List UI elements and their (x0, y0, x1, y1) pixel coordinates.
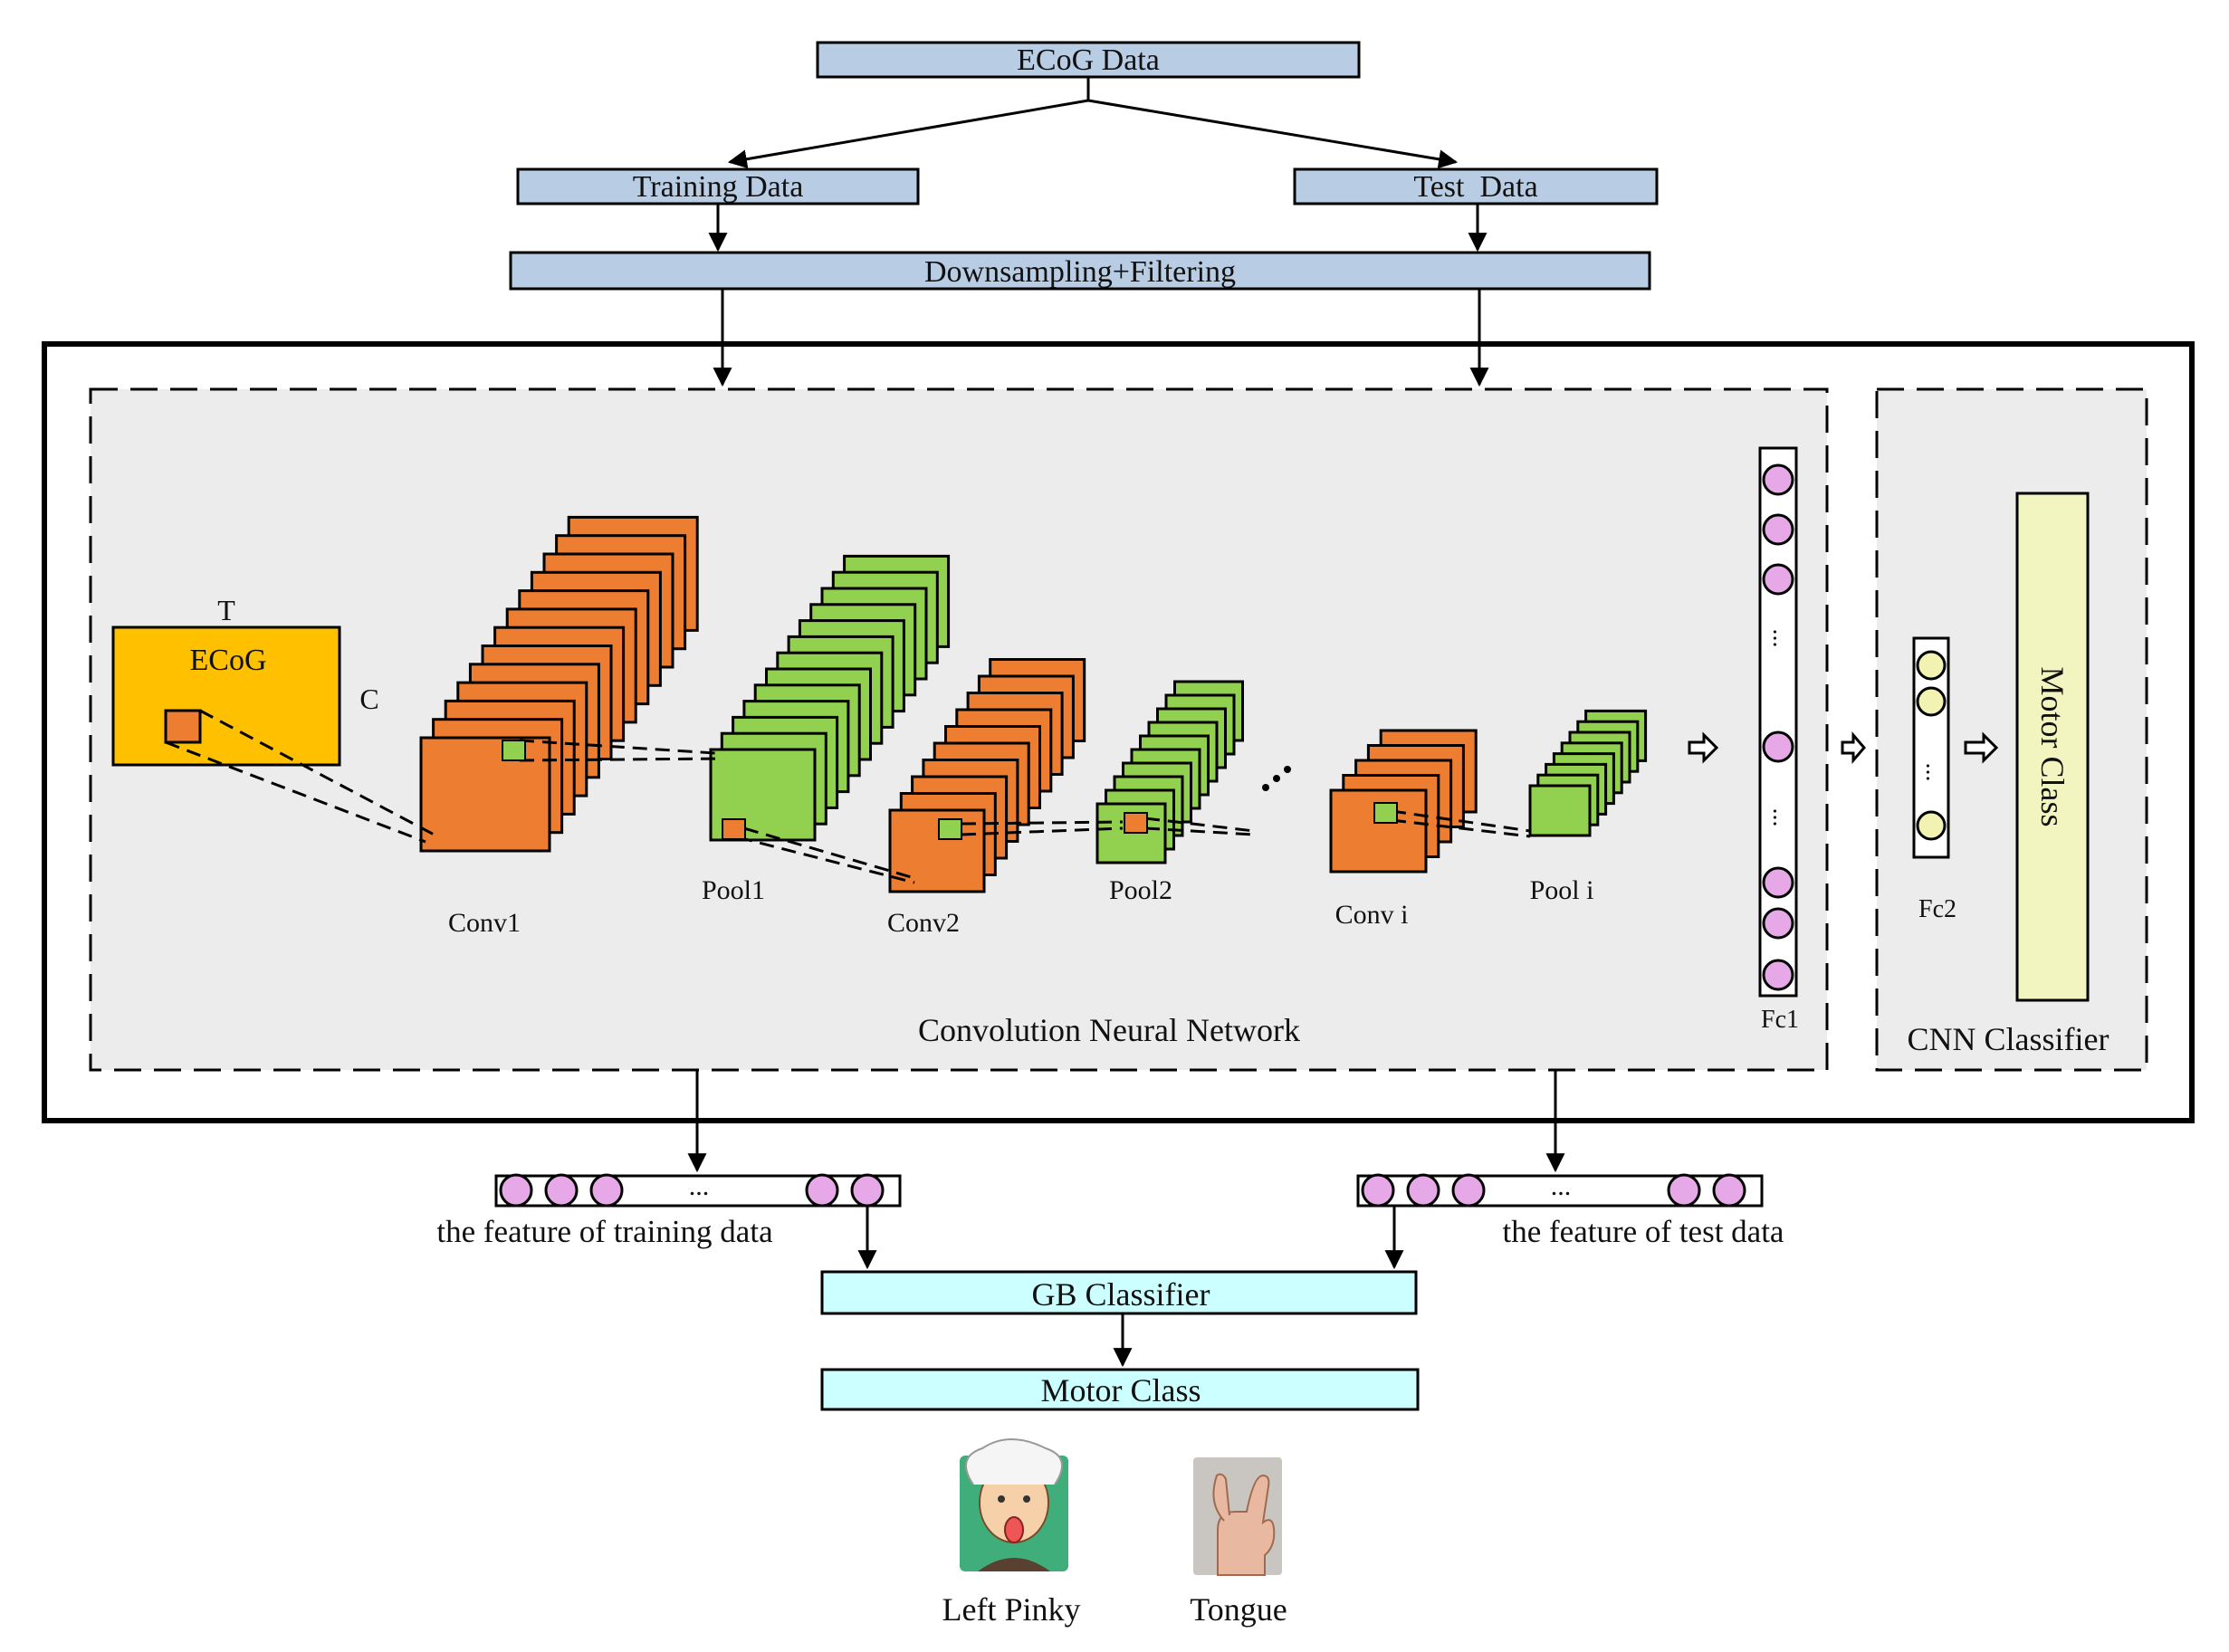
input-c-label: C (359, 683, 378, 715)
motor-class-bar (2015, 492, 2090, 1002)
gb-motor-class-label: Motor Class (1040, 1372, 1201, 1408)
test-data-label: Test Data (1413, 170, 1537, 204)
pooli-label: Pool i (1530, 875, 1594, 905)
training-feature-nodes (499, 1173, 885, 1208)
cnn-classifier-title: CNN Classifier (1908, 1021, 2109, 1057)
convi-kernel (1373, 802, 1398, 824)
ecog-data-label: ECoG Data (1017, 43, 1160, 77)
downsampling-box (509, 251, 1651, 291)
fc2-node (1916, 650, 1947, 681)
test-feature-label: the feature of test data (1503, 1214, 1784, 1249)
downsampling-label: Downsampling+Filtering (924, 255, 1236, 289)
training-feature-ellipsis: ... (689, 1171, 710, 1201)
gb-classifier-label: GB Classifier (1032, 1276, 1210, 1313)
gb-motor-class-box (820, 1368, 1420, 1411)
fc1-ellipsis-2: ... (1767, 808, 1795, 827)
cnn-title: Convolution Neural Network (918, 1012, 1300, 1048)
conv1-stack (419, 515, 699, 853)
hollow-arrows (1688, 731, 1999, 765)
projection-lines (165, 709, 1531, 884)
hand-gesture-icon (1193, 1457, 1282, 1576)
conv1-stack-layer (419, 736, 551, 853)
fc1-node (1762, 513, 1794, 546)
fc1-ellipsis-1: ... (1767, 629, 1795, 648)
input-t-label: T (217, 594, 235, 626)
arrow-to-test (1087, 99, 1459, 169)
outer-frame (42, 341, 2195, 1123)
test-feature-nodes (1361, 1173, 1746, 1208)
example-tongue-label: Tongue (1190, 1591, 1287, 1628)
test-feature-ellipsis: ... (1551, 1171, 1572, 1201)
input-ecog-box (111, 625, 341, 767)
fc1-label: Fc1 (1761, 1006, 1799, 1034)
motor-class-vertical-label: Motor Class (2034, 666, 2071, 826)
pool1-stack (709, 554, 951, 842)
pool1-kernel (722, 818, 746, 840)
cnn-classifier-panel (1875, 387, 2148, 1072)
pool2-kernel (1124, 812, 1148, 834)
fc1-node (1762, 907, 1794, 940)
pool2-label: Pool2 (1109, 875, 1172, 905)
fc1-node (1762, 563, 1794, 596)
conv1-kernel (502, 740, 526, 761)
fc2-node (1916, 810, 1947, 841)
pool1-label: Pool1 (702, 875, 765, 905)
fc1-nodes (1762, 463, 1794, 991)
fc1-node (1762, 959, 1794, 991)
fc1-node (1762, 731, 1794, 763)
fc2-label: Fc2 (1918, 895, 1956, 923)
conv2-label: Conv2 (887, 908, 960, 938)
training-data-label: Training Data (633, 170, 804, 204)
test-data-box (1293, 167, 1659, 205)
fc1-node (1762, 463, 1794, 496)
input-kernel (164, 709, 202, 744)
person-tongue-icon (960, 1438, 1068, 1571)
fc2-ellipsis: ... (1920, 763, 1948, 782)
conv2-kernel (938, 818, 962, 840)
convi-label: Conv i (1335, 900, 1409, 930)
gb-classifier-box (820, 1270, 1418, 1315)
example-left-pinky-label: Left Pinky (942, 1591, 1081, 1628)
pooli-stack (1528, 709, 1648, 837)
training-data-box (516, 167, 920, 205)
fc1-node (1762, 866, 1794, 899)
arrow-to-training (727, 99, 1089, 169)
training-feature-label: the feature of training data (436, 1214, 773, 1249)
fc2-node (1916, 686, 1947, 717)
input-ecog-label: ECoG (190, 644, 267, 677)
pooli-stack-layer (1528, 784, 1592, 837)
conv1-label: Conv1 (448, 908, 521, 938)
